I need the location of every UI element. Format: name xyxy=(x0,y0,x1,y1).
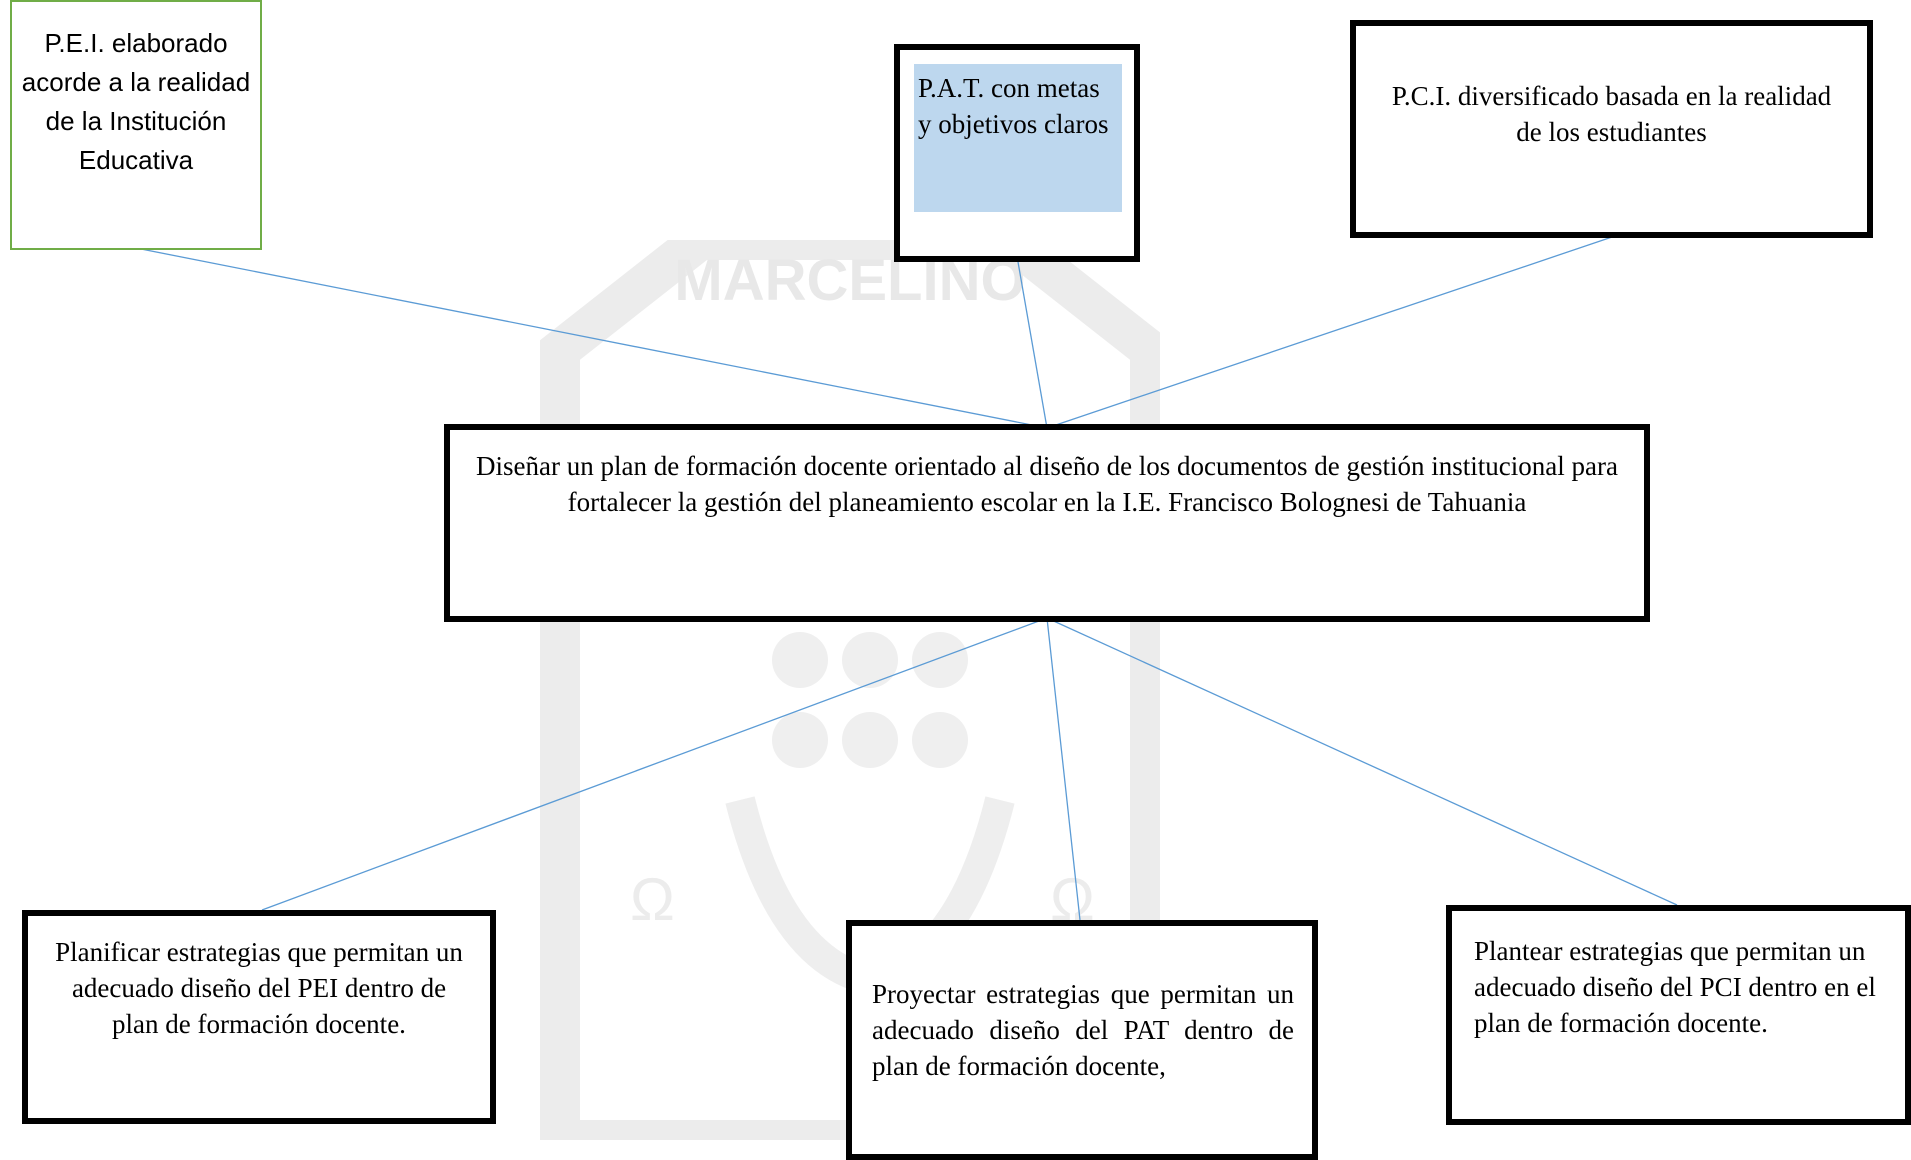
svg-text:Ω: Ω xyxy=(630,866,675,933)
connector-pat-main xyxy=(1017,261,1048,429)
connector-main-bl xyxy=(261,617,1048,911)
strategy-pat-box: Proyectar estrategias que permitan un ad… xyxy=(846,920,1318,1160)
pci-text: P.C.I. diversificado basada en la realid… xyxy=(1391,81,1832,147)
strategy-pat-text: Proyectar estrategias que permitan un ad… xyxy=(872,979,1294,1081)
pei-box: P.E.I. elaborado acorde a la realidad de… xyxy=(10,0,262,250)
connector-pei-main xyxy=(135,247,1048,429)
connector-pci-main xyxy=(1046,235,1616,429)
strategy-pci-text: Plantear estrategias que permitan un ade… xyxy=(1474,936,1876,1038)
connector-main-bc xyxy=(1046,617,1081,921)
pei-text: P.E.I. elaborado acorde a la realidad de… xyxy=(21,28,251,175)
pat-highlight: P.A.T. con metas y objetivos claros xyxy=(914,64,1122,212)
watermark-seal: MARCELINO Ω Ω xyxy=(540,240,1160,1140)
connector-main-br xyxy=(1046,617,1678,906)
pci-box: P.C.I. diversificado basada en la realid… xyxy=(1350,20,1873,238)
pat-text: P.A.T. con metas y objetivos claros xyxy=(918,73,1109,139)
pat-box: P.A.T. con metas y objetivos claros xyxy=(894,44,1140,262)
main-objective-text: Diseñar un plan de formación docente ori… xyxy=(476,451,1618,517)
strategy-pei-box: Planificar estrategias que permitan un a… xyxy=(22,910,496,1124)
main-objective-box: Diseñar un plan de formación docente ori… xyxy=(444,424,1650,622)
strategy-pci-box: Plantear estrategias que permitan un ade… xyxy=(1446,905,1911,1125)
strategy-pei-text: Planificar estrategias que permitan un a… xyxy=(55,937,463,1039)
